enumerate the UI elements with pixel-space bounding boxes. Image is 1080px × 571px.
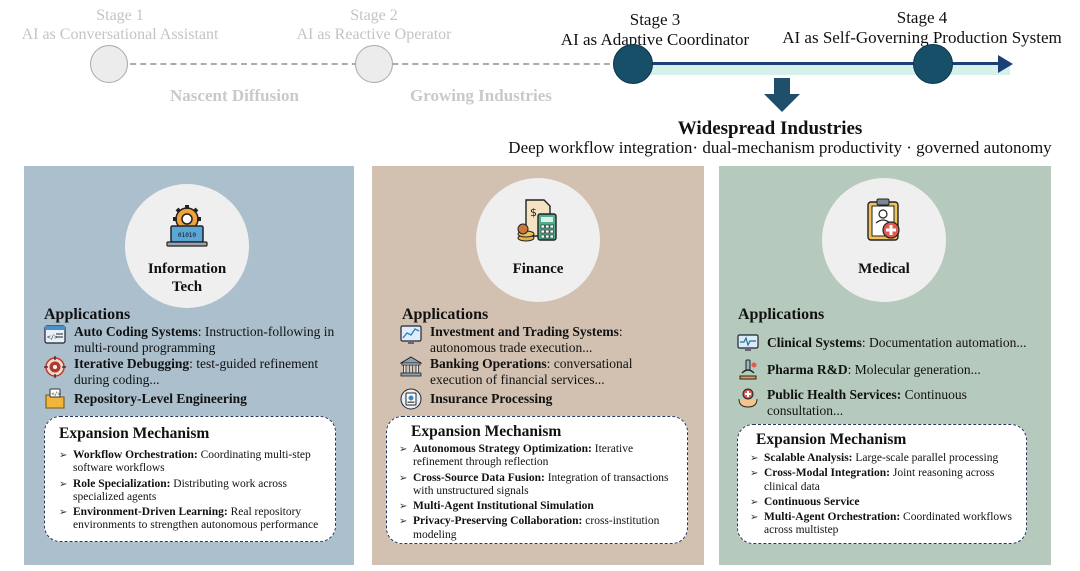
panel-information-tech: 01010 Information Tech Applications </> … bbox=[24, 166, 354, 565]
finance-applications-heading: Applications bbox=[402, 306, 489, 323]
mechanism-item: Continuous Service bbox=[750, 496, 1022, 510]
widespread-subtitle: Deep workflow integration· dual-mechanis… bbox=[508, 138, 1052, 157]
mechanism-item: Autonomous Strategy Optimization: Iterat… bbox=[399, 443, 683, 470]
stage-1-label: Stage 1 AI as Conversational Assistant bbox=[21, 7, 219, 43]
widespread-title: Widespread Industries bbox=[677, 118, 863, 139]
medical-app-title: Public Health Services: bbox=[767, 387, 902, 402]
stage-3-node bbox=[613, 44, 653, 84]
mechanism-item: Multi-Agent Orchestration: Coordinated w… bbox=[750, 511, 1022, 538]
bank-icon bbox=[400, 356, 422, 377]
finance-app-title: Investment and Trading Systems bbox=[430, 324, 619, 339]
medical-circle: Medical bbox=[822, 178, 946, 302]
finance-app-trading: Investment and Trading Systems: autonomo… bbox=[400, 324, 704, 358]
it-app-title: Auto Coding Systems bbox=[74, 324, 198, 339]
gear-laptop-icon: 01010 bbox=[166, 205, 208, 247]
svg-text:</>: </> bbox=[47, 334, 58, 341]
insurance-icon bbox=[400, 388, 422, 410]
it-mechanism-heading: Expansion Mechanism bbox=[59, 425, 210, 442]
it-app-title: Repository-Level Engineering bbox=[74, 391, 247, 406]
medical-expansion-mechanism-box: Expansion Mechanism Scalable Analysis: L… bbox=[737, 424, 1027, 544]
mechanism-item: Workflow Orchestration: Coordinating mul… bbox=[59, 449, 329, 476]
phase-growing-industries: Growing Industries bbox=[410, 86, 552, 105]
timeline-highlight-band bbox=[640, 64, 1010, 75]
svg-text:01010: 01010 bbox=[178, 232, 196, 239]
mechanism-item: Scalable Analysis: Large-scale parallel … bbox=[750, 452, 1022, 466]
code-folder-icon: </> bbox=[45, 388, 65, 409]
clinical-monitor-icon bbox=[737, 334, 759, 351]
medical-mechanism-list: Scalable Analysis: Large-scale parallel … bbox=[750, 452, 1022, 540]
timeline-solid-line bbox=[632, 62, 1000, 65]
code-window-icon: </> bbox=[44, 325, 66, 344]
medical-app-clinical: Clinical Systems: Documentation automati… bbox=[737, 332, 1051, 354]
it-applications-heading: Applications bbox=[44, 306, 131, 323]
finance-expansion-mechanism-box: Expansion Mechanism Autonomous Strategy … bbox=[386, 416, 688, 544]
stage-2-node bbox=[355, 45, 393, 83]
it-app-title: Iterative Debugging bbox=[74, 356, 190, 371]
mechanism-item: Role Specialization: Distributing work a… bbox=[59, 478, 329, 505]
finance-app-title: Insurance Processing bbox=[430, 391, 553, 406]
finance-app-banking: Banking Operations: conversational execu… bbox=[400, 356, 704, 390]
mechanism-item: Multi-Agent Institutional Simulation bbox=[399, 500, 683, 514]
finance-mechanism-list: Autonomous Strategy Optimization: Iterat… bbox=[399, 443, 683, 544]
finance-app-title: Banking Operations bbox=[430, 356, 547, 371]
medical-app-pharma: Pharma R&D: Molecular generation... bbox=[737, 359, 1051, 383]
mechanism-item: Cross-Modal Integration: Joint reasoning… bbox=[750, 467, 1022, 494]
finance-name: Finance bbox=[512, 261, 564, 277]
panel-finance: $ Finance Applications Investment and Tr… bbox=[372, 166, 704, 565]
stage-4-node bbox=[913, 44, 953, 84]
medical-mechanism-heading: Expansion Mechanism bbox=[756, 431, 907, 448]
trading-chart-icon bbox=[400, 325, 422, 344]
pharma-microscope-icon bbox=[739, 359, 757, 380]
calculator-coins-icon: $ bbox=[517, 199, 557, 242]
mechanism-item: Privacy-Preserving Collaboration: cross-… bbox=[399, 515, 683, 542]
finance-app-insurance: Insurance Processing bbox=[400, 388, 704, 412]
stage-4-label: Stage 4 AI as Self-Governing Production … bbox=[782, 8, 1062, 47]
panel-medical: Medical Applications Clinical Systems: D… bbox=[719, 166, 1051, 565]
svg-text:</>: </> bbox=[52, 392, 61, 398]
it-expansion-mechanism-box: Expansion Mechanism Workflow Orchestrati… bbox=[44, 416, 336, 542]
health-hands-icon bbox=[738, 388, 758, 408]
it-app-auto-coding: </> Auto Coding Systems: Instruction-fol… bbox=[44, 324, 354, 358]
medical-app-title: Clinical Systems bbox=[767, 335, 862, 350]
medical-applications-heading: Applications bbox=[738, 306, 825, 323]
finance-mechanism-heading: Expansion Mechanism bbox=[411, 423, 562, 440]
bug-target-icon bbox=[44, 356, 66, 378]
mechanism-item: Environment-Driven Learning: Real reposi… bbox=[59, 506, 329, 533]
it-circle: 01010 Information Tech bbox=[125, 184, 249, 308]
it-app-debugging: Iterative Debugging: test-guided refinem… bbox=[44, 356, 354, 390]
medical-clipboard-icon bbox=[867, 198, 900, 241]
stage-2-label: Stage 2 AI as Reactive Operator bbox=[296, 7, 452, 43]
down-arrow-icon bbox=[764, 78, 800, 112]
stage-1-node bbox=[90, 45, 128, 83]
it-app-repository: </> Repository-Level Engineering bbox=[44, 388, 354, 410]
medical-app-title: Pharma R&D bbox=[767, 362, 848, 377]
svg-text:$: $ bbox=[530, 206, 537, 219]
medical-name: Medical bbox=[858, 261, 910, 277]
phase-nascent-diffusion: Nascent Diffusion bbox=[170, 86, 299, 105]
it-name: Information Tech bbox=[147, 261, 227, 295]
finance-circle: $ Finance bbox=[476, 178, 600, 302]
it-mechanism-list: Workflow Orchestration: Coordinating mul… bbox=[59, 449, 329, 535]
medical-app-public-health: Public Health Services: Continuous consu… bbox=[737, 387, 1051, 421]
mechanism-item: Cross-Source Data Fusion: Integration of… bbox=[399, 472, 683, 499]
timeline-arrowhead bbox=[998, 55, 1013, 73]
stage-3-label: Stage 3 AI as Adaptive Coordinator bbox=[560, 10, 750, 49]
